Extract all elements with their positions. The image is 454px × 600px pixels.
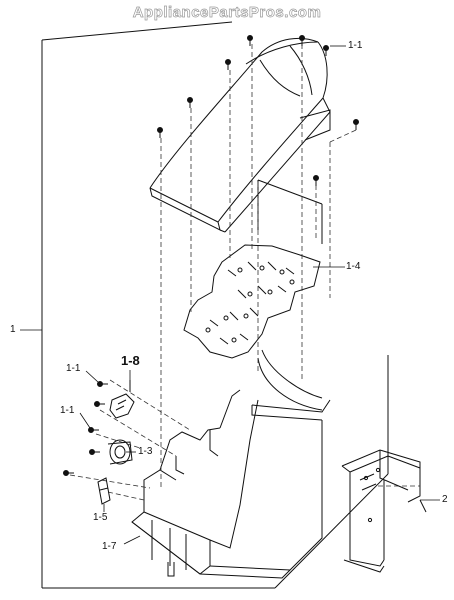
rear-duct: [251, 109, 331, 421]
label-1-8: 1-8: [121, 353, 140, 368]
label-2: 2: [442, 494, 448, 505]
label-1-1-mid-a: 1-1: [66, 363, 81, 374]
label-1-3: 1-3: [138, 446, 153, 457]
top-cover: [149, 37, 331, 233]
front-panel: [131, 389, 323, 579]
leader-lines: [20, 45, 440, 545]
wire-clip: [97, 477, 111, 505]
label-1-5: 1-5: [93, 512, 108, 523]
label-1-1-top: 1-1: [348, 40, 363, 51]
screws: [63, 35, 359, 476]
assembly-frame: [41, 21, 389, 589]
alignment-lines: [69, 44, 420, 501]
label-1-4: 1-4: [346, 261, 361, 272]
terminal-plate: [183, 244, 321, 359]
label-1: 1: [10, 324, 16, 335]
label-1-1-mid-b: 1-1: [60, 405, 75, 416]
watermark: AppliancePartsPros.com: [132, 4, 322, 22]
mounting-bracket: [341, 449, 427, 573]
label-1-7: 1-7: [102, 541, 117, 552]
